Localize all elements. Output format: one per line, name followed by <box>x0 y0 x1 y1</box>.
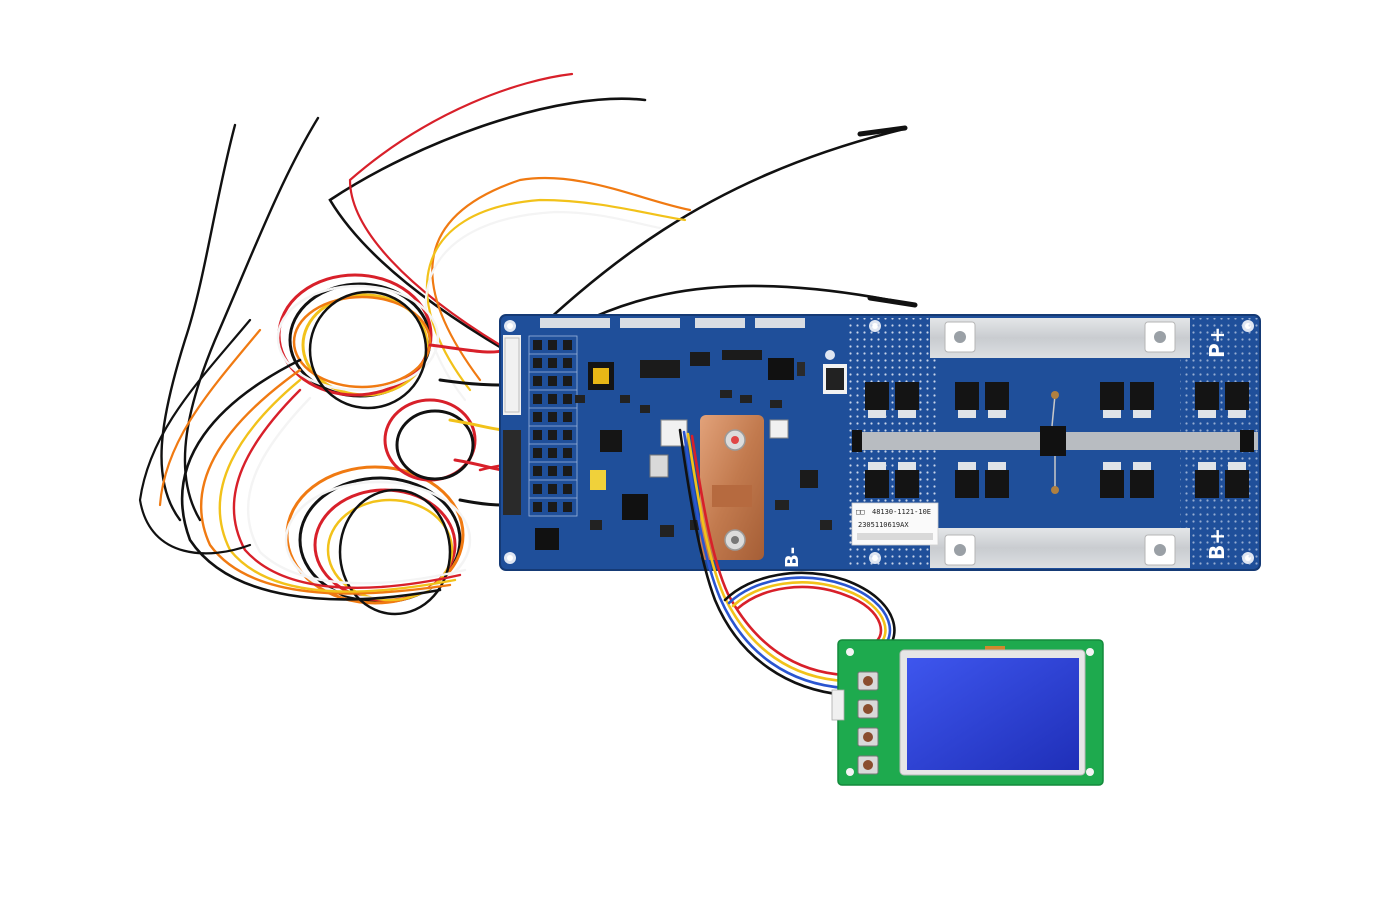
wire-harness <box>138 72 918 616</box>
sticker-serial: 2305110619AX <box>858 521 909 529</box>
sticker-model: 48130-1121-10E <box>872 508 931 516</box>
header-pins <box>540 318 805 328</box>
sticker-prefix: □□ <box>856 508 864 516</box>
mcu-ic <box>600 430 622 452</box>
wire-coil-lower <box>284 465 472 616</box>
lcd-display-module <box>831 639 1104 786</box>
keypad <box>857 671 879 775</box>
balance-connectors <box>503 335 521 515</box>
copper-shunt <box>700 415 764 560</box>
sensor-wire-orange <box>431 176 692 382</box>
thermistor-wire <box>160 123 237 522</box>
loose-wire <box>246 396 467 585</box>
sensor-wire-red <box>348 72 574 347</box>
silkscreen-grid <box>528 335 578 517</box>
temp-sensor-lead <box>1051 394 1056 490</box>
pcb-edge <box>499 314 1261 571</box>
silk-b-minus: B- <box>782 547 803 568</box>
wire-coil-upper <box>276 273 440 410</box>
display-cable <box>678 428 896 697</box>
silk-p-plus: P+ <box>1205 327 1229 358</box>
thermistor-wire <box>183 116 320 522</box>
regulator <box>768 358 794 380</box>
connector-wires <box>458 498 507 507</box>
afe-ic <box>622 494 648 520</box>
silk-b-plus: B+ <box>1205 528 1229 560</box>
loose-wire <box>138 318 252 555</box>
busbar-clips <box>852 426 1254 456</box>
sensor-wire-yellow <box>426 198 687 392</box>
thermistor-probe <box>857 125 908 137</box>
connector-wires <box>438 378 507 387</box>
connector-wires <box>428 343 507 354</box>
model-sticker: □□ 48130-1121-10E 2305110619AX <box>851 502 939 546</box>
lcd-screen <box>907 658 1079 770</box>
balance-resistor-array <box>533 340 572 512</box>
bms-board: P+ B+ B- □□ 48130-1121-10E 2305110619AX <box>499 314 1261 571</box>
power-busbars <box>858 318 1258 568</box>
display-connector <box>831 689 845 721</box>
thermistor-probe <box>867 295 918 308</box>
main-ic <box>535 528 559 550</box>
loose-wire <box>180 358 442 601</box>
loose-wire <box>199 368 452 595</box>
wire-coil-middle <box>383 398 477 482</box>
loose-wire <box>232 388 462 589</box>
loose-wire <box>158 328 262 507</box>
mosfet-array <box>865 382 1249 498</box>
mosfet-tabs <box>868 410 1246 470</box>
connector-wires <box>448 418 507 432</box>
